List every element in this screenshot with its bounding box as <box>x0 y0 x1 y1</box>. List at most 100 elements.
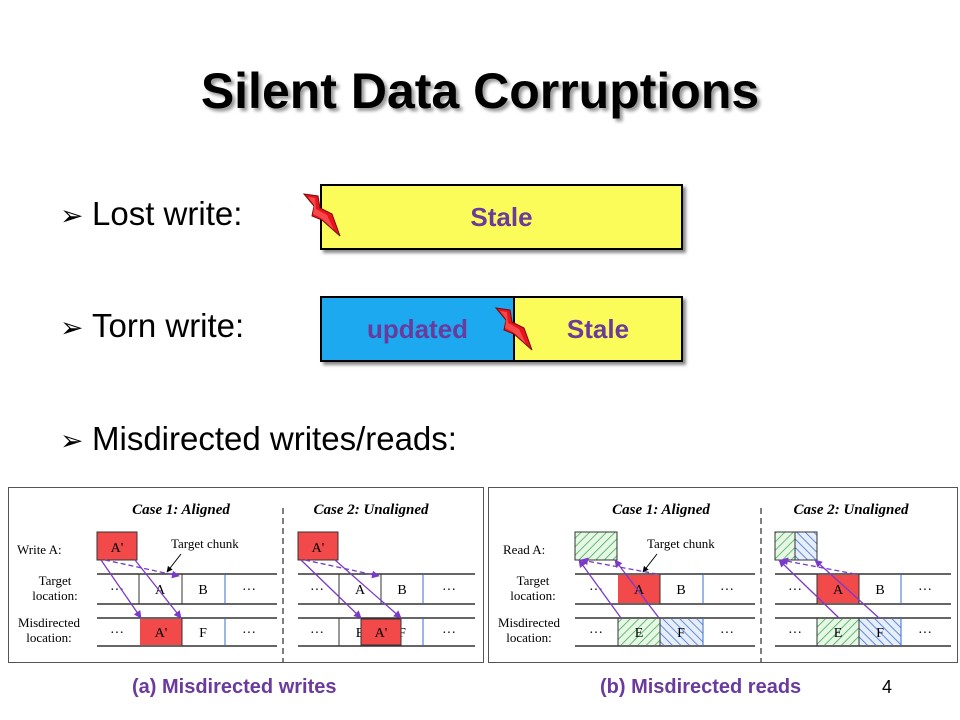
misdirected-writes-diagram: Case 1: Aligned Case 2: Unaligned Write … <box>8 487 484 663</box>
dots: ··· <box>242 626 256 641</box>
updated-segment: updated <box>322 298 515 360</box>
target-chunk-label: Target chunk <box>647 536 715 551</box>
dots: ··· <box>242 583 256 598</box>
target-chunk-block <box>817 575 859 603</box>
read-arrow <box>780 557 856 575</box>
a-prime-label: A' <box>155 626 168 641</box>
bullet-label: Lost write: <box>92 195 243 232</box>
a-prime-label: A' <box>375 626 388 641</box>
op-label: Write A: <box>17 542 62 557</box>
b-label: B <box>198 583 207 598</box>
target-label: Target <box>39 573 72 588</box>
b-label: B <box>676 583 685 598</box>
a-prime-label: A' <box>111 541 124 556</box>
f-chunk-block <box>859 619 901 645</box>
f-label: F <box>199 626 207 641</box>
a-label: A <box>355 583 366 598</box>
case1-title: Case 1: Aligned <box>612 502 710 518</box>
a-prime-block <box>297 531 339 561</box>
case1-title: Case 1: Aligned <box>132 502 230 518</box>
dots: ··· <box>110 583 124 598</box>
write-arrow <box>134 559 182 619</box>
writes-caption: (a) Misdirected writes <box>132 676 337 698</box>
e-chunk-block <box>618 619 660 645</box>
dots: ··· <box>720 626 734 641</box>
read-arrow <box>578 559 622 619</box>
target-label: Target <box>517 573 550 588</box>
read-buffer-block <box>574 531 618 561</box>
target-label: location: <box>510 588 556 603</box>
dots: ··· <box>310 583 324 598</box>
lost-write-block: Stale <box>320 184 683 250</box>
dots: ··· <box>788 626 802 641</box>
dots: ··· <box>310 626 324 641</box>
reads-caption: (b) Misdirected reads <box>600 676 802 698</box>
read-arrow <box>614 559 660 619</box>
op-label: Read A: <box>503 542 545 557</box>
a-label: A <box>634 583 645 598</box>
e-label: E <box>356 626 365 641</box>
page-number: 4 <box>882 677 893 697</box>
f-label: F <box>876 626 884 641</box>
bullet-label: Torn write: <box>92 307 245 344</box>
e-label: E <box>635 626 644 641</box>
a-label: A <box>155 583 166 598</box>
b-label: B <box>875 583 884 598</box>
misdirected-label: location: <box>26 630 72 645</box>
write-arrow <box>100 559 142 619</box>
case2-title: Case 2: Unaligned <box>793 502 909 518</box>
lightning-bolt-icon <box>494 307 533 351</box>
misdirected-reads-diagram: Case 1: Aligned Case 2: Unaligned Read A… <box>488 487 958 663</box>
f-label: F <box>677 626 685 641</box>
read-arrow <box>778 559 840 619</box>
b-label: B <box>397 583 406 598</box>
target-chunk-pointer <box>166 553 182 573</box>
write-arrow <box>334 559 402 619</box>
read-buffer-block <box>774 531 796 561</box>
bullet-lost-write: ➢ Lost write: <box>60 195 242 233</box>
a-prime-label: A' <box>312 541 325 556</box>
bullet-label: Misdirected writes/reads: <box>92 420 457 457</box>
dots: ··· <box>788 583 802 598</box>
dots: ··· <box>442 626 456 641</box>
arrow-bullet-icon: ➢ <box>60 312 84 343</box>
lightning-bolt-icon <box>302 193 341 237</box>
e-label: E <box>834 626 843 641</box>
write-arrow <box>304 559 380 579</box>
read-arrow <box>580 557 658 575</box>
bullet-misdirected: ➢ Misdirected writes/reads: <box>60 420 457 458</box>
dots: ··· <box>442 583 456 598</box>
misdirected-label: location: <box>506 630 552 645</box>
f-label: F <box>398 626 406 641</box>
read-buffer-block <box>794 531 818 561</box>
f-chunk-block <box>660 619 703 645</box>
a-prime-block <box>140 619 182 645</box>
a-label: A <box>833 583 844 598</box>
write-arrow <box>104 559 180 579</box>
dots: ··· <box>589 583 603 598</box>
torn-write-block: updated Stale <box>320 296 683 362</box>
target-chunk-block <box>618 575 660 603</box>
bullet-torn-write: ➢ Torn write: <box>60 307 244 345</box>
a-prime-block <box>96 531 138 561</box>
stale-segment: Stale <box>566 313 630 344</box>
arrow-bullet-icon: ➢ <box>60 200 84 231</box>
dots: ··· <box>918 626 932 641</box>
arrow-bullet-icon: ➢ <box>60 425 84 456</box>
misdirected-label: Misdirected <box>18 615 81 630</box>
slide-title: Silent Data Corruptions <box>200 63 760 119</box>
write-arrow <box>300 559 362 619</box>
a-prime-block <box>360 618 402 646</box>
target-label: location: <box>32 588 78 603</box>
dots: ··· <box>589 626 603 641</box>
misdirected-label: Misdirected <box>498 615 561 630</box>
dots: ··· <box>918 583 932 598</box>
target-chunk-label: Target chunk <box>171 536 239 551</box>
dots: ··· <box>110 626 124 641</box>
target-chunk-pointer <box>642 553 658 573</box>
dots: ··· <box>720 583 734 598</box>
stale-segment: Stale <box>470 201 533 232</box>
read-arrow <box>814 559 880 619</box>
e-chunk-block <box>817 619 859 645</box>
case2-title: Case 2: Unaligned <box>313 502 429 518</box>
